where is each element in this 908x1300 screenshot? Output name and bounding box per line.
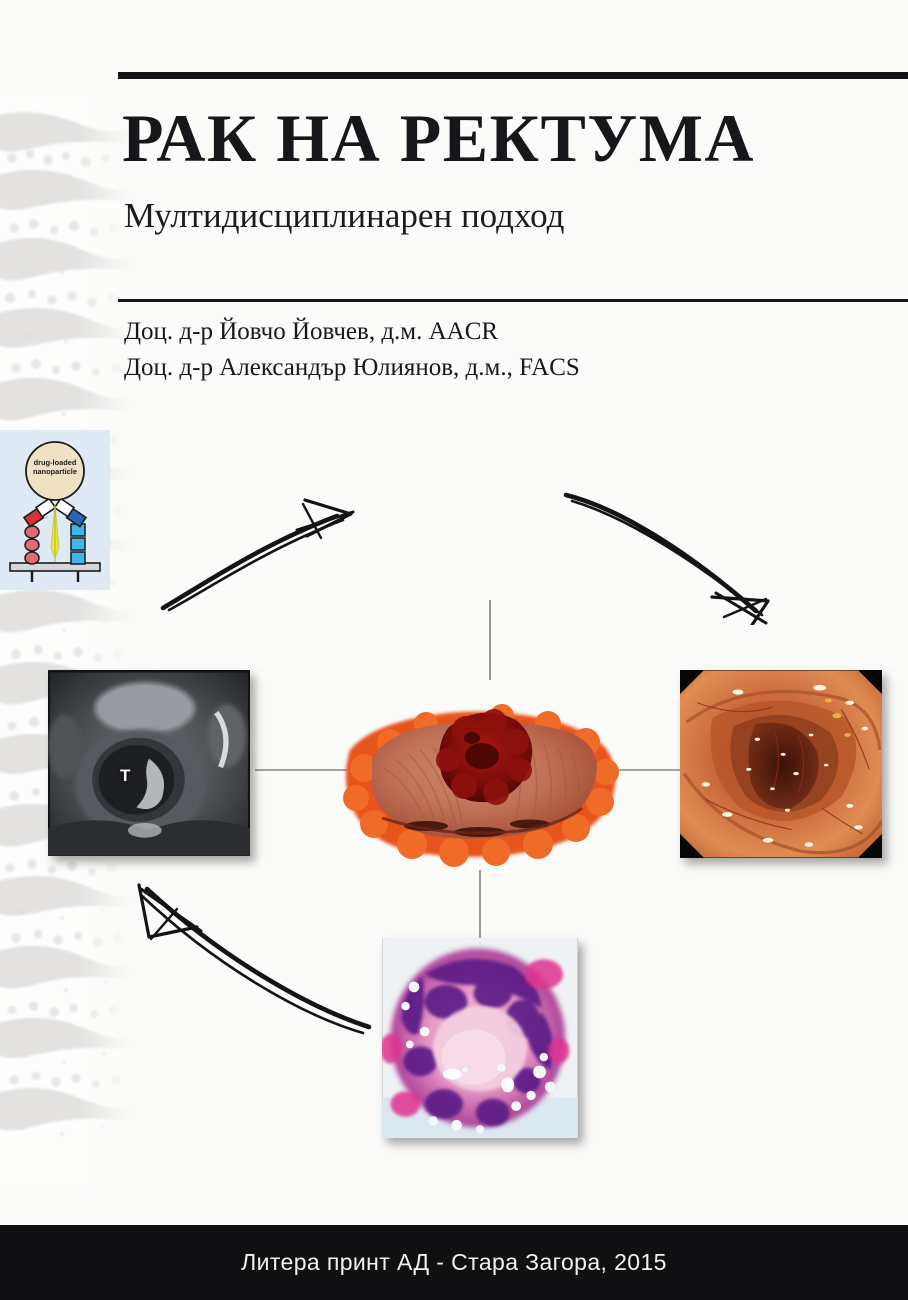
histology-image [382, 938, 578, 1138]
middle-rule [118, 299, 908, 302]
authors-block: Доц. д-р Йовчо Йовчев, д.м. AACR Доц. д-… [124, 314, 864, 385]
author-line: Доц. д-р Александър Юлиянов, д.м., FACS [124, 353, 580, 381]
multidisciplinary-diagram: drug-loaded nanoparticle [0, 430, 908, 1190]
surgical-specimen-image [330, 672, 630, 867]
page-title: РАК НА РЕКТУМА [122, 100, 755, 176]
page-subtitle: Мултидисциплинарен подход [124, 196, 565, 235]
arrow-mri-to-nano [160, 498, 355, 612]
nanoparticle-diagram-panel: drug-loaded nanoparticle [0, 430, 110, 590]
publisher-footer: Литера принт АД - Стара Загора, 2015 [0, 1225, 908, 1300]
connector-crosshair [255, 600, 700, 948]
mri-tumor-label: T [120, 766, 131, 785]
mri-image-tile[interactable]: T [48, 670, 250, 856]
endoscopy-image [680, 670, 882, 858]
mri-image [48, 670, 250, 856]
author-line: Доц. д-р Йовчо Йовчев, д.м. AACR [124, 318, 499, 345]
arrow-nano-to-endoscopy [563, 492, 770, 625]
publisher-line: Литера принт АД - Стара Загора, 2015 [241, 1249, 667, 1275]
top-rule [118, 72, 908, 79]
nanoparticle-schematic [0, 430, 110, 590]
endoscopy-image-tile[interactable] [680, 670, 882, 858]
histology-image-tile[interactable] [382, 938, 578, 1138]
arrow-histology-to-mri [137, 883, 372, 1035]
